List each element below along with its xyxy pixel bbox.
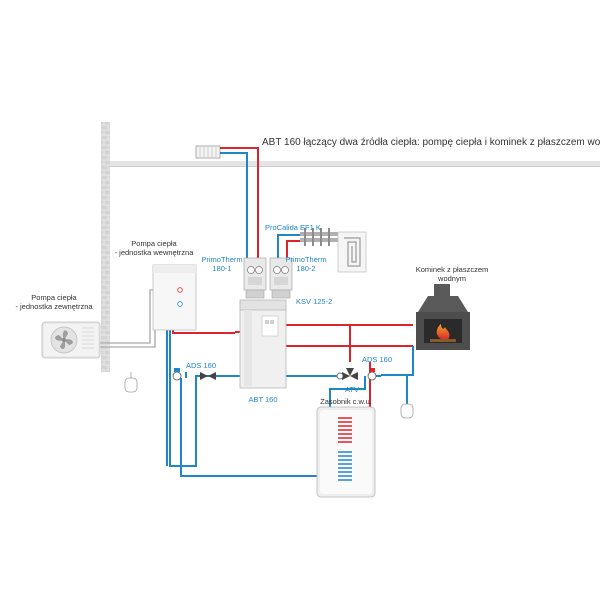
floor-slab bbox=[110, 161, 600, 167]
valve-ads-left bbox=[172, 368, 182, 381]
primotherm-2-label-line1: PrimoTherm bbox=[285, 255, 326, 264]
indoor-unit-label-line1: Pompa ciepła bbox=[131, 239, 177, 248]
pump-ksv bbox=[336, 372, 344, 380]
radiator-icon bbox=[195, 145, 221, 159]
outdoor-unit-label-line1: Pompa ciepła bbox=[31, 293, 77, 302]
primotherm-1-label-line2: 180-1 bbox=[212, 264, 231, 273]
ads-left-label: ADS 160 bbox=[186, 361, 216, 370]
expansion-vessel-right bbox=[400, 403, 414, 419]
procalida-manifold bbox=[300, 228, 338, 246]
abt-160-tank bbox=[239, 299, 287, 389]
flame-icon bbox=[436, 324, 450, 340]
primotherm-180-2-group bbox=[269, 257, 293, 299]
fireplace-label-line2: wodnym bbox=[437, 274, 466, 283]
expansion-vessel-left bbox=[124, 372, 138, 393]
dhw-tank-label: Zasobnik c.w.u. bbox=[320, 397, 372, 406]
atv-label: ATV bbox=[345, 385, 359, 394]
indoor-unit-label-line2: - jednostka wewnętrzna bbox=[115, 248, 195, 257]
ads-right-label: ADS 160 bbox=[362, 355, 392, 364]
procalida-label: ProCalida EF1 K bbox=[265, 223, 321, 232]
diagram-title: ABT 160 łączący dwa źródła ciepła: pompę… bbox=[262, 137, 600, 148]
outdoor-unit-label-line2: - jednostka zewnętrzna bbox=[15, 302, 93, 311]
floor-slab-edge bbox=[110, 166, 600, 167]
indoor-heat-pump bbox=[152, 264, 197, 331]
outdoor-heat-pump bbox=[41, 321, 101, 359]
underfloor-heating-icon bbox=[337, 231, 367, 273]
valve-ads-right bbox=[367, 368, 377, 381]
dhw-piping bbox=[180, 380, 330, 477]
fireplace bbox=[416, 284, 470, 350]
primotherm-180-1-group bbox=[243, 257, 267, 299]
house-wall bbox=[101, 122, 110, 372]
supply-piping-hot bbox=[172, 147, 413, 451]
check-valve-left bbox=[200, 372, 216, 380]
return-piping-cold bbox=[166, 152, 414, 477]
ksv-label: KSV 125-2 bbox=[296, 297, 332, 306]
primotherm-2-label-line2: 180-2 bbox=[296, 264, 315, 273]
dhw-tank bbox=[316, 406, 376, 498]
primotherm-1-label-line1: PrimoTherm bbox=[201, 255, 242, 264]
fireplace-label-line1: Kominek z płaszczem bbox=[416, 265, 489, 274]
abt-label: ABT 160 bbox=[248, 395, 277, 404]
atv-valve bbox=[342, 368, 358, 380]
fan-icon bbox=[55, 330, 73, 350]
